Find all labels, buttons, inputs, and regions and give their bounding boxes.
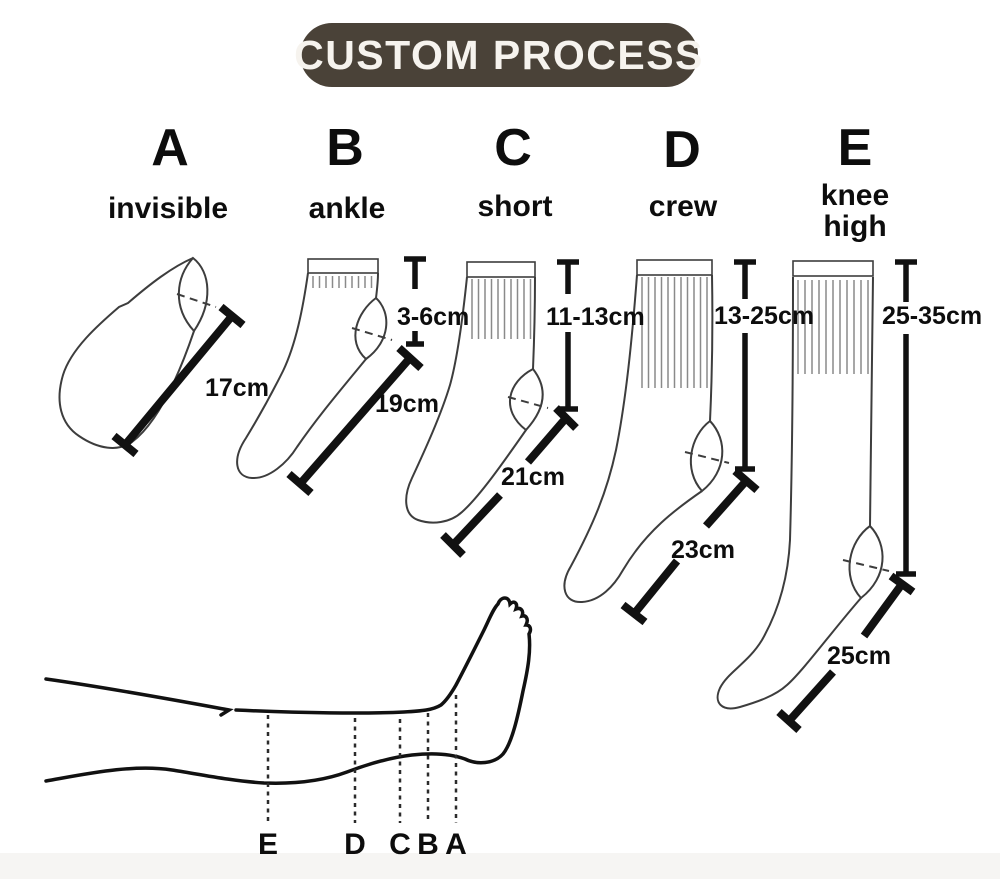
sock-c-cuff-band — [466, 261, 536, 278]
sock-drawing-short — [405, 261, 549, 524]
foot-length-label-b: 19cm — [375, 390, 439, 418]
sock-c-heel-pocket — [509, 367, 544, 432]
foot-length-label-d: 23cm — [671, 536, 735, 564]
sock-type-letter-c: C — [494, 119, 532, 177]
sock-type-name-crew: crew — [648, 190, 718, 223]
sock-b-back-edge — [375, 272, 379, 299]
sock-b-cuff-band — [307, 258, 379, 274]
sock-type-name-short: short — [477, 190, 553, 223]
sock-a-heel-pocket — [177, 256, 209, 333]
sock-a-heel-dashed-line — [176, 293, 217, 308]
sock-b-body-outline — [236, 272, 367, 480]
sock-d-ribbing — [641, 277, 708, 388]
measurement-bar-e — [776, 572, 916, 733]
sock-drawing-invisible — [58, 256, 217, 449]
sock-type-name-ankle: ankle — [308, 192, 386, 225]
sock-c-back-edge — [532, 276, 536, 370]
sock-type-letter-e: E — [837, 119, 873, 177]
foot-length-label-c: 21cm — [501, 463, 565, 491]
leg-marker-c: C — [389, 828, 411, 861]
measurement-bar-c — [440, 405, 579, 558]
leg-foot-outline — [44, 596, 533, 785]
title-banner: CUSTOM PROCESS — [294, 23, 702, 87]
sock-type-name-knee-high: knee high — [820, 179, 890, 244]
title-text: CUSTOM PROCESS — [294, 31, 704, 78]
sock-e-back-edge — [869, 276, 874, 527]
sock-type-letter-d: D — [663, 121, 701, 179]
sock-d-heel-dashed-line — [684, 451, 730, 464]
sock-e-body-outline — [716, 276, 862, 710]
sock-e-heel-pocket — [848, 524, 884, 600]
sock-e-ribbing — [797, 280, 869, 374]
sock-d-heel-pocket — [689, 419, 724, 493]
sock-c-body-outline — [405, 276, 527, 524]
height-bracket-c — [557, 259, 579, 412]
sock-b-heel-dashed-line — [351, 327, 393, 341]
height-bracket-d — [734, 259, 756, 472]
sock-type-name-invisible: invisible — [107, 192, 229, 225]
sock-type-letter-a: A — [151, 119, 189, 177]
sock-drawing-crew — [563, 259, 730, 604]
foot-length-label-a: 17cm — [205, 374, 269, 402]
sock-b-heel-pocket — [354, 296, 388, 361]
cuff-height-label-d: 13-25cm — [714, 302, 815, 330]
sock-e-cuff-band — [792, 260, 874, 277]
leg-foot-drawing — [44, 596, 533, 785]
sock-e-heel-dashed-line — [842, 559, 890, 572]
foot-length-label-e: 25cm — [827, 642, 891, 670]
sock-d-back-edge — [709, 274, 714, 422]
sock-b-ribbing — [312, 276, 373, 288]
sock-a-body-outline — [58, 257, 195, 449]
sock-type-letter-b: B — [326, 119, 364, 177]
height-bracket-b — [404, 256, 426, 347]
leg-marker-dashed-lines — [266, 695, 458, 823]
cuff-height-label-e: 25-35cm — [882, 302, 983, 330]
sock-c-ribbing — [471, 279, 532, 339]
leg-marker-d: D — [344, 828, 366, 861]
leg-marker-a: A — [445, 828, 467, 861]
sock-d-body-outline — [563, 274, 703, 604]
sock-d-cuff-band — [636, 259, 713, 276]
leg-marker-e: E — [257, 828, 278, 861]
sock-drawing-ankle — [236, 258, 393, 480]
measurement-bar-d — [620, 467, 760, 626]
measurement-bar-b — [286, 345, 424, 497]
cuff-height-label-c: 11-13cm — [546, 303, 645, 331]
leg-thigh-line — [44, 677, 234, 717]
floor-shadow-band — [0, 853, 1000, 879]
leg-marker-b: B — [417, 828, 439, 861]
sock-drawing-knee-high — [716, 260, 890, 710]
sock-c-heel-dashed-line — [507, 396, 549, 409]
height-bracket-e — [895, 259, 917, 577]
cuff-height-label-b: 3-6cm — [397, 303, 470, 331]
measurement-bar-a — [111, 303, 246, 458]
